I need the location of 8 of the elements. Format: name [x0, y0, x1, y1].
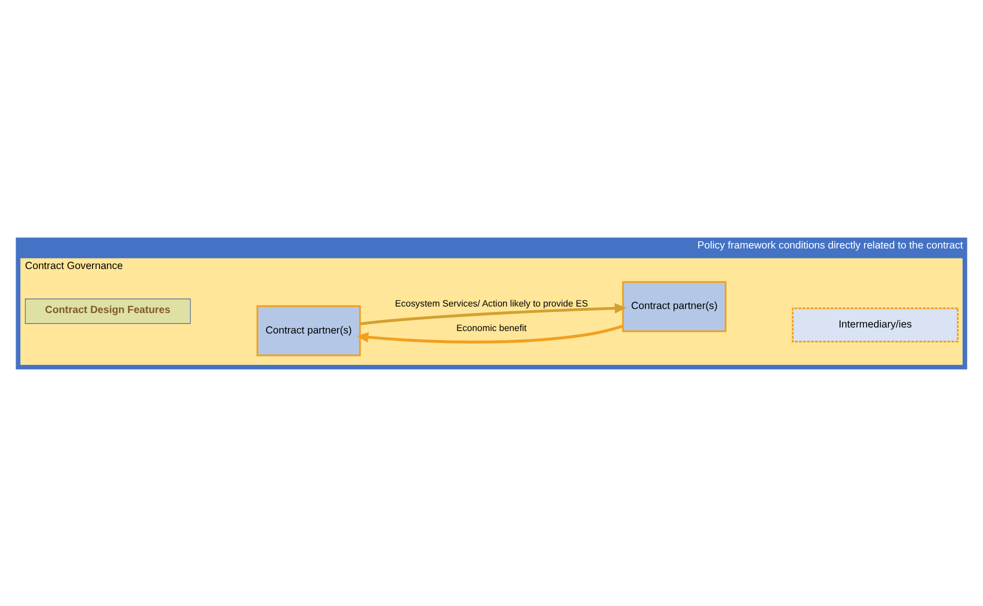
node-box: Intermediary/ies: [792, 307, 959, 342]
node-box: Contract partner(s): [622, 280, 726, 332]
arrow: [356, 324, 624, 343]
node-box: Contract Design Features: [24, 298, 191, 324]
node-box: Contract partner(s): [256, 304, 361, 356]
arrow: [360, 302, 627, 325]
edge-label: Ecosystem Services/ Action likely to provide ES: [395, 298, 588, 308]
edge-label: Economic benefit: [456, 322, 527, 333]
